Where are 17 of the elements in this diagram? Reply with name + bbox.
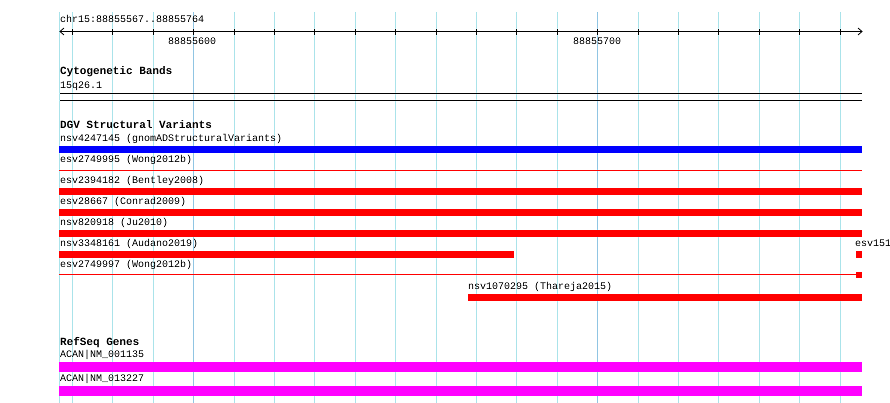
tick-label: 88855700 [573,37,622,48]
gene-label: ACAN|NM_001135 [60,350,144,361]
track-title: RefSeq Genes [60,338,140,349]
variant-label: esv2394182 (Bentley2008) [60,176,204,187]
variant-label: nsv1070295 (Thareja2015) [468,282,612,293]
track-title: DGV Structural Variants [60,121,212,132]
tick-label: 88855600 [168,37,216,48]
variant-label: esv2749997 (Wong2012b) [60,260,192,271]
track-title: Cytogenetic Bands [60,67,172,78]
gene-label: ACAN|NM_013227 [60,374,144,385]
variant-label: nsv820918 (Ju2010) [60,218,168,229]
band-label: 15q26.1 [60,81,102,92]
variant-label: esv2749995 (Wong2012b) [60,155,192,166]
coordinate-range: chr15:88855567..88855764 [60,15,204,26]
variant-label: nsv3348161 (Audano2019) [60,239,198,250]
variant-label: nsv4247145 (gnomADStructuralVariants) [60,134,282,145]
variant-label: esv28667 (Conrad2009) [60,197,186,208]
